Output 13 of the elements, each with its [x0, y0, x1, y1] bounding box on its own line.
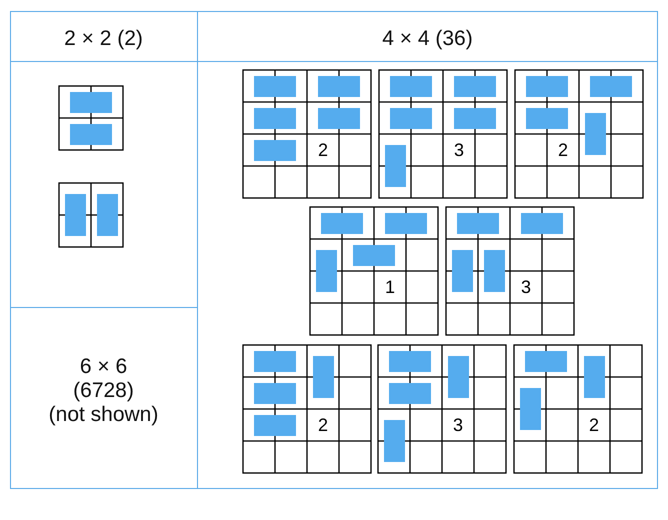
tiling-count: 2 — [318, 416, 328, 434]
tiling-total: (6728) — [73, 379, 134, 403]
tiling-count: 1 — [384, 278, 395, 296]
tiling-count: 2 — [318, 141, 328, 159]
tiling-count: 2 — [588, 416, 599, 434]
tiling-count: 2 — [558, 141, 568, 159]
note: (not shown) — [48, 403, 158, 427]
tiling-count: 3 — [452, 416, 463, 434]
tiling-count: 3 — [520, 278, 531, 296]
grid-size: 6 × 6 — [80, 355, 128, 379]
column-header: 4 × 4 (36) — [382, 27, 473, 51]
tiling-count: 3 — [454, 141, 464, 159]
column-header: 2 × 2 (2) — [64, 27, 143, 51]
